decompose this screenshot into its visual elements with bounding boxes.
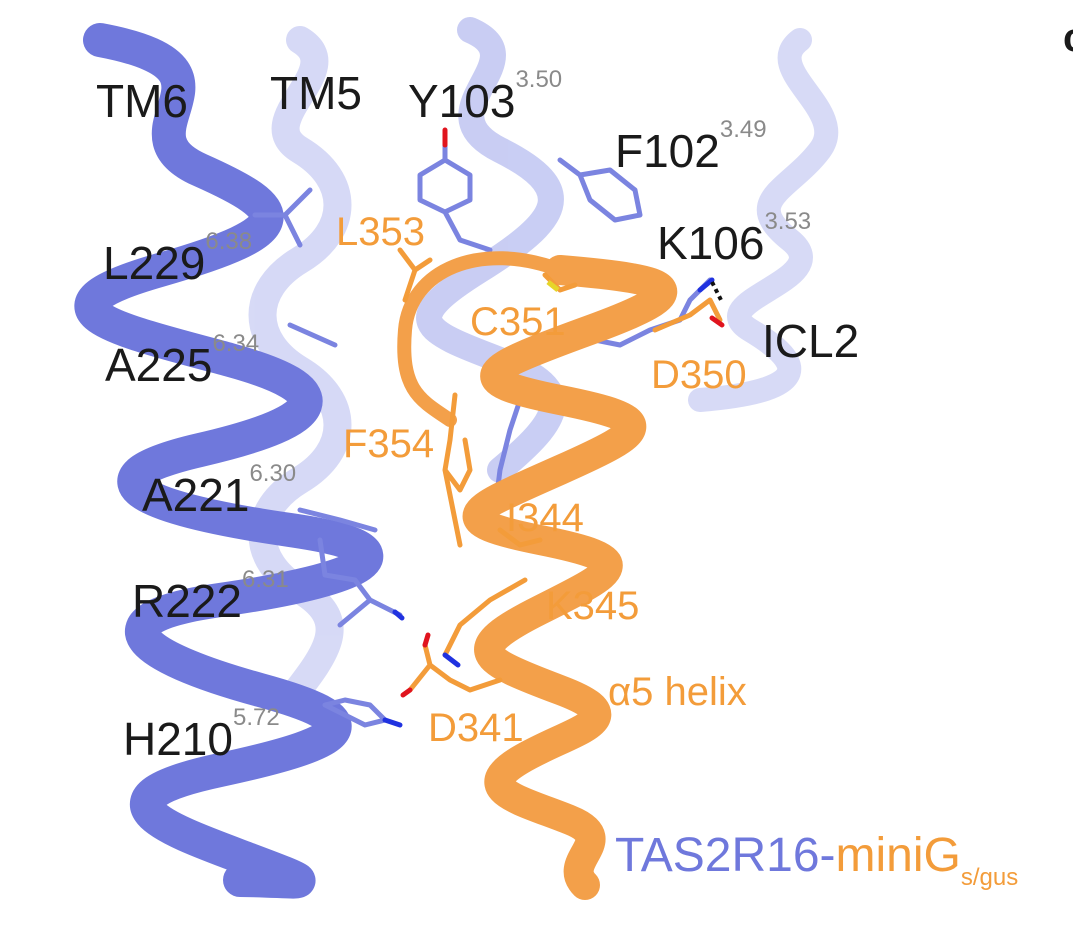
label-f354: F354 xyxy=(343,422,435,466)
i344-sidechain xyxy=(497,527,543,548)
d341-sidechain xyxy=(407,642,503,693)
label-tm5: TM5 xyxy=(270,70,362,116)
d350-carboxyl xyxy=(709,315,725,328)
label-r222-text: R222 xyxy=(132,575,242,627)
label-a221-text: A221 xyxy=(142,469,250,521)
label-f102-sup: 3.49 xyxy=(719,115,767,143)
label-k345: K345 xyxy=(546,584,640,628)
label-y103-sup: 3.50 xyxy=(515,65,563,93)
label-icl2: ICL2 xyxy=(762,318,859,364)
caption-gprotein: miniG xyxy=(835,829,961,882)
label-a221: A2216.30 xyxy=(142,461,296,521)
label-a225-text: A225 xyxy=(105,339,213,391)
label-k106: K1063.53 xyxy=(657,209,811,269)
caption-receptor: TAS2R16 xyxy=(615,829,820,882)
label-tm6: TM6 xyxy=(96,78,188,124)
panel-label: c xyxy=(1063,18,1073,58)
label-y103: Y1033.50 xyxy=(408,67,562,127)
gprotein-side-chains xyxy=(397,247,723,693)
r222-guanidine xyxy=(392,609,405,621)
label-l229-sup: 6.38 xyxy=(205,227,253,255)
label-f102-text: F102 xyxy=(615,125,720,177)
icl2-loop xyxy=(688,28,839,412)
k345-amine xyxy=(442,652,461,668)
alpha5-helix xyxy=(397,251,678,900)
label-h210-text: H210 xyxy=(123,713,233,765)
a225-sidechain xyxy=(287,322,338,348)
label-r222-sup: 6.31 xyxy=(241,565,289,593)
construct-caption: TAS2R16-miniGs/gus xyxy=(615,829,1018,890)
label-h210-sup: 5.72 xyxy=(232,703,280,731)
y103-sidechain xyxy=(417,137,493,253)
label-l353: L353 xyxy=(336,210,425,254)
d350-sidechain xyxy=(652,297,723,333)
label-alpha5-helix: α5 helix xyxy=(608,670,747,714)
label-l229-text: L229 xyxy=(103,237,206,289)
h210-ring-n xyxy=(382,717,403,728)
label-a225-sup: 6.34 xyxy=(212,329,260,357)
k345-sidechain xyxy=(442,577,528,658)
label-i344: I344 xyxy=(506,496,584,540)
label-d341: D341 xyxy=(428,706,524,750)
f354-sidechain xyxy=(442,392,473,548)
c351-sulfur xyxy=(546,280,560,292)
label-a225: A2256.34 xyxy=(105,331,259,391)
f102-sidechain xyxy=(557,157,643,223)
label-h210: H2105.72 xyxy=(123,705,280,765)
l353-sidechain xyxy=(397,247,433,303)
caption-subscript: s/gus xyxy=(960,864,1019,891)
c351-sidechain xyxy=(542,272,578,293)
r222-sidechain xyxy=(317,537,403,628)
label-icl2-text: ICL2 xyxy=(762,315,860,367)
label-l229: L2296.38 xyxy=(103,229,252,289)
label-r222: R2226.31 xyxy=(132,567,289,627)
d341-carboxyl-o2 xyxy=(400,687,413,698)
tm6-helix xyxy=(74,23,384,899)
salt-bridge-icl2 xyxy=(710,281,724,303)
d341-carboxyl-o1 xyxy=(422,632,431,648)
label-k106-sup: 3.53 xyxy=(764,207,812,235)
l229-sidechain xyxy=(252,187,313,248)
label-tm5-text: TM5 xyxy=(270,67,362,119)
label-a221-sup: 6.30 xyxy=(249,459,297,487)
caption-dash: - xyxy=(819,829,836,882)
label-y103-text: Y103 xyxy=(408,75,516,127)
label-tm6-text: TM6 xyxy=(96,75,188,127)
k106-amine xyxy=(697,277,715,293)
a221-sidechain xyxy=(297,507,378,533)
label-c351: C351 xyxy=(470,300,566,344)
label-d350: D350 xyxy=(651,353,747,397)
label-f102: F1023.49 xyxy=(615,117,767,177)
label-k106-text: K106 xyxy=(657,217,765,269)
